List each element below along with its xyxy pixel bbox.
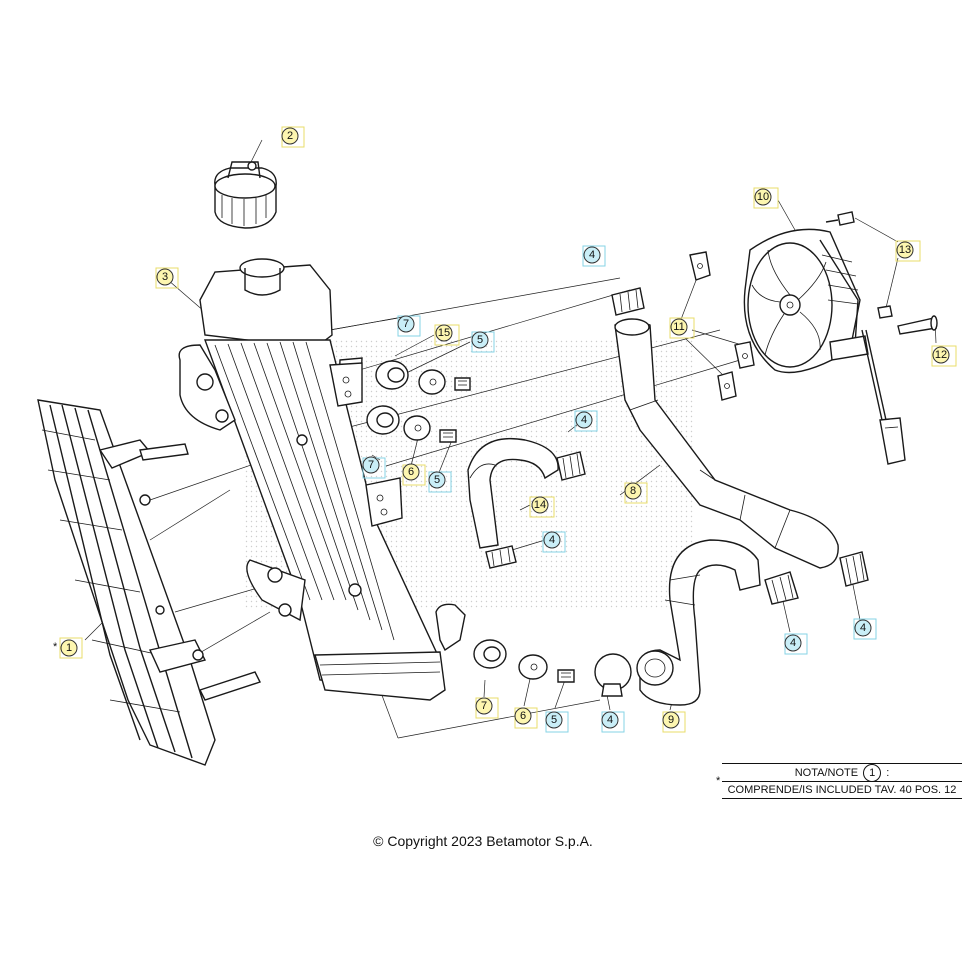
radiator-guard (37, 399, 261, 766)
label-10: 10 (753, 187, 779, 209)
hose-clamps (556, 451, 869, 697)
label-13: 13 (895, 240, 921, 262)
hose-14 (467, 438, 559, 569)
radiator (178, 258, 466, 701)
label-4-a: 4 (582, 245, 606, 267)
svg-text:8: 8 (630, 485, 636, 497)
bracket-7 (329, 362, 403, 527)
copyright-text: © Copyright 2023 Betamotor S.p.A. (373, 833, 593, 849)
grommets-lower (473, 639, 575, 683)
label-4-e: 4 (853, 618, 877, 640)
svg-text:1: 1 (66, 642, 72, 654)
svg-text:7: 7 (368, 459, 374, 471)
note-title-prefix: NOTA/NOTE (794, 766, 859, 779)
svg-text:14: 14 (534, 499, 546, 511)
svg-text:7: 7 (481, 700, 487, 712)
label-4-d: 4 (784, 633, 808, 655)
svg-text:10: 10 (757, 191, 769, 203)
note-asterisk: * (716, 775, 721, 787)
note-text: COMPRENDE/IS INCLUDED TAV. 40 POS. 12 (722, 782, 962, 799)
svg-text:3: 3 (162, 271, 168, 283)
svg-text:4: 4 (589, 249, 595, 261)
label-4-f: 4 (601, 711, 625, 733)
label-6-a: 6 (402, 463, 426, 486)
fan-brackets (689, 251, 755, 401)
label-7-c: 7 (475, 697, 499, 719)
label-8: 8 (624, 482, 648, 504)
fan-screws (825, 211, 938, 335)
note-ref-circle: 1 (863, 764, 882, 782)
label-7-b: 7 (362, 456, 386, 479)
label-12: 12 (931, 345, 957, 367)
grommets-upper (366, 360, 471, 443)
svg-text:5: 5 (434, 474, 440, 486)
svg-text:4: 4 (581, 414, 587, 426)
svg-text:7: 7 (403, 318, 409, 330)
label-11: 11 (669, 317, 695, 339)
svg-text:2: 2 (287, 130, 293, 142)
part-labels: 1 2 3 4 4 4 4 4 4 5 5 5 6 6 7 7 7 8 9 10… (59, 126, 957, 733)
svg-text:4: 4 (790, 637, 796, 649)
hose-9 (636, 539, 761, 706)
note-box: * NOTA/NOTE 1 : COMPRENDE/IS INCLUDED TA… (716, 763, 962, 799)
hose-8 (611, 287, 839, 569)
filler-cap (214, 161, 277, 229)
part-1-asterisk: * (53, 641, 58, 653)
svg-text:15: 15 (438, 327, 450, 339)
svg-text:6: 6 (408, 466, 414, 478)
label-5-b: 5 (428, 471, 452, 493)
note-title: NOTA/NOTE 1 : (722, 763, 962, 782)
label-4-b: 4 (574, 410, 598, 432)
svg-text:13: 13 (899, 244, 911, 256)
svg-text:4: 4 (549, 534, 555, 546)
svg-text:5: 5 (477, 334, 483, 346)
label-1: 1 (59, 637, 83, 659)
label-5-c: 5 (545, 711, 569, 733)
label-5-a: 5 (471, 331, 495, 353)
label-15: 15 (434, 324, 460, 346)
svg-text:12: 12 (935, 349, 947, 361)
label-4-c: 4 (542, 531, 566, 553)
cooling-fan (743, 228, 906, 465)
label-14: 14 (529, 496, 555, 518)
svg-text:5: 5 (551, 714, 557, 726)
note-title-suffix: : (886, 766, 890, 779)
svg-text:11: 11 (673, 321, 684, 333)
svg-text:4: 4 (607, 714, 613, 726)
label-9: 9 (662, 711, 686, 733)
label-2: 2 (281, 126, 305, 148)
label-3: 3 (155, 267, 179, 289)
label-6-b: 6 (514, 707, 538, 729)
label-7-a: 7 (397, 315, 421, 337)
svg-text:4: 4 (860, 622, 866, 634)
svg-text:6: 6 (520, 710, 526, 722)
svg-text:9: 9 (668, 714, 674, 726)
